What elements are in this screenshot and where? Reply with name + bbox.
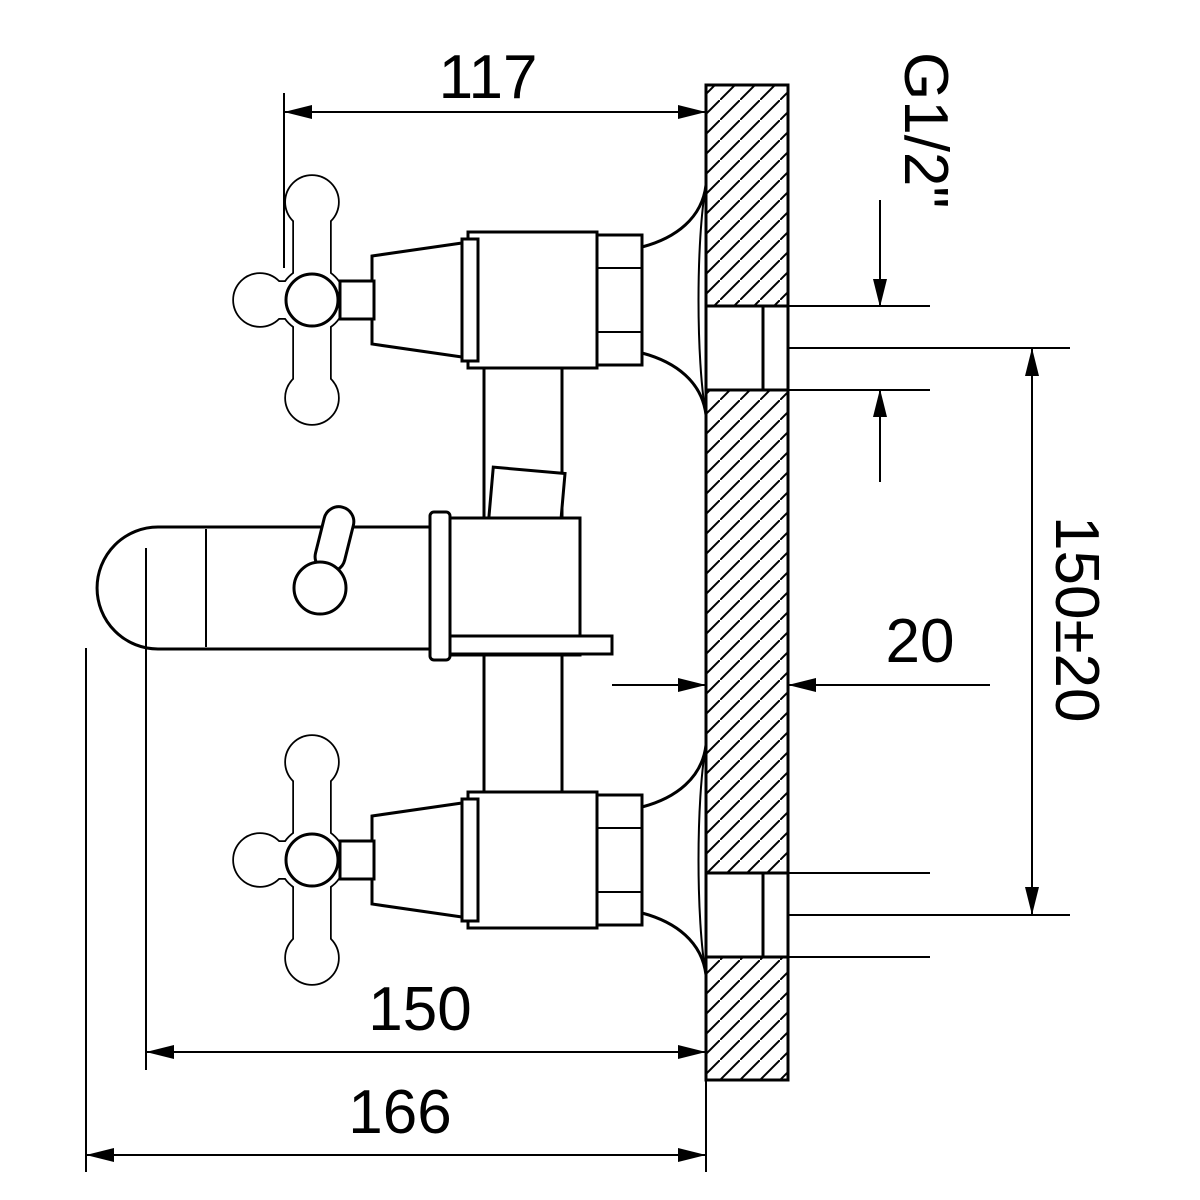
- diverter-housing: [446, 516, 582, 657]
- top-valve-assembly: [232, 174, 790, 426]
- spout-assembly: [95, 465, 614, 662]
- top-handle-hub: [284, 272, 340, 328]
- bottom-valve-cone: [370, 801, 464, 919]
- top-handle-stem: [338, 279, 376, 321]
- dimension-port-spacing-label: 150±20: [1042, 516, 1111, 722]
- top-valve-cone: [370, 241, 464, 359]
- top-cross-handle: [232, 174, 354, 426]
- dimension-117: 117: [283, 43, 706, 268]
- bottom-handle-stem: [338, 839, 376, 881]
- dimension-wall-thickness-label: 20: [886, 607, 955, 676]
- base-plate: [434, 634, 614, 656]
- diverter-knob: [292, 560, 348, 616]
- dimension-117-label: 117: [439, 43, 538, 112]
- dimension-166-label: 166: [348, 1078, 451, 1147]
- bottom-cross-handle: [232, 734, 354, 986]
- dimension-port-spacing: 150±20: [788, 347, 1111, 958]
- bottom-handle-hub: [284, 832, 340, 888]
- bottom-valve-flange-ring: [460, 797, 480, 923]
- bottom-escutcheon-bell: [640, 744, 708, 976]
- spout-flange: [428, 510, 452, 662]
- dimension-thread-label: G1/2": [891, 52, 960, 208]
- top-pipe-through-wall: [704, 304, 790, 392]
- top-valve-flange-ring: [460, 237, 480, 363]
- dimension-150-label: 150: [368, 975, 471, 1044]
- faucet-body: [95, 174, 790, 986]
- dimension-166: 166: [85, 648, 707, 1172]
- bottom-pipe-through-wall: [704, 871, 790, 959]
- dimension-wall-thickness: 20: [612, 607, 990, 692]
- dimension-thread: G1/2": [788, 52, 960, 482]
- bottom-valve-body: [466, 790, 599, 930]
- top-wall-nut: [595, 233, 644, 367]
- top-escutcheon-bell: [640, 184, 708, 416]
- top-valve-body: [466, 230, 599, 370]
- bottom-wall-nut: [595, 793, 644, 927]
- spout-cylinder: [95, 525, 432, 651]
- bottom-valve-assembly: [232, 734, 790, 986]
- dimension-150: 150: [145, 548, 706, 1070]
